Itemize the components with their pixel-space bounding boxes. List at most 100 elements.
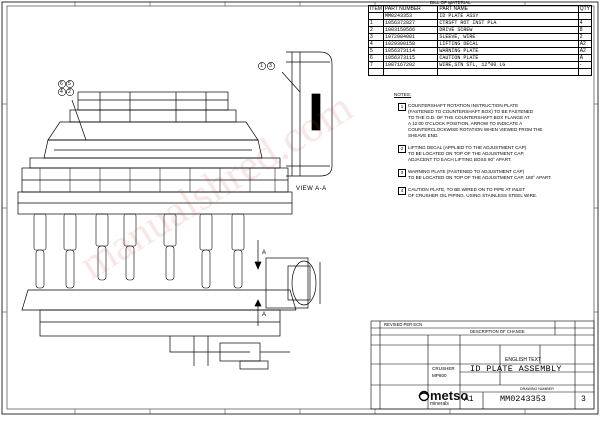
bom-part-name: LIFTING DECAL (437, 40, 579, 48)
note-line: (FASTENED TO COUNTERSHAFT BOX) TO BE FAS… (408, 109, 534, 114)
bom-part-number: 1072984001 (382, 33, 439, 41)
bom-header-qty: QTY (577, 5, 593, 13)
bom-item (368, 12, 384, 20)
bom-part-name: WARNING PLATE (437, 47, 579, 55)
bom-item (368, 68, 384, 76)
bom-row (368, 68, 593, 76)
revision-number: 3 (581, 395, 586, 404)
bom-qty: A2 (577, 47, 593, 55)
revision-description-header: DESCRIPTION OF CHANGE (470, 329, 525, 334)
bom-part-name: CAUTION PLATE (437, 54, 579, 62)
note-line: A 12:00 O'CLOCK POSITION, ARROW TO INDIC… (408, 121, 523, 126)
note-line: OF CRUSHER OIL PIPING. USING STAINLESS S… (408, 193, 538, 198)
section-mark-top: A (262, 250, 267, 256)
bom-part-number: 1056373114 (382, 47, 439, 55)
bom-part-name: CTRSFT ROT INST PLA (437, 19, 579, 27)
note-line: TO BE LOCATED ON TOP OF THE ADJUSTMENT C… (408, 151, 525, 156)
balloon-6: 6 (60, 81, 63, 87)
bom-part-number: 1029300158 (382, 40, 439, 48)
language-label: ENGLISH TEXT (505, 357, 542, 363)
note-number: 2 (398, 145, 406, 153)
drawing-title: ID PLATE ASSEMBLY (470, 364, 562, 374)
bom-part-name: ID PLATE ASSY (437, 12, 579, 20)
title-block-frame (370, 320, 595, 410)
drawing-number-label: DRAWING NUMBER (520, 387, 554, 391)
note-item: 4 CAUTION PLATE, TO BE WIRED ON TO PIPE … (398, 187, 588, 199)
bom-part-number: 1003150566 (382, 26, 439, 34)
brand-name: metso (430, 388, 469, 403)
balloon-3: 3 (269, 63, 272, 69)
bom-qty: 2 (577, 33, 593, 41)
bill-of-material-table: ITEM PART NUMBER PART NAME QTY MM0243353… (368, 5, 593, 76)
note-item: 3 WARNING PLATE (FASTENED TO ADJUSTMENT … (398, 169, 588, 181)
note-number: 3 (398, 169, 406, 177)
bom-qty: 4 (577, 19, 593, 27)
bom-part-name: WIRE,STN STL, 12"00 LG (437, 61, 579, 69)
bom-item: 2 (368, 26, 384, 34)
bom-item: 5 (368, 47, 384, 55)
notes-title: NOTES: (394, 92, 412, 97)
drawing-number: MM0243353 (500, 394, 546, 404)
bom-part-number: 1087167202 (382, 61, 439, 69)
balloon-1: 1 (260, 63, 263, 69)
sheet-size: A1 (464, 395, 474, 404)
note-line: CAUTION PLATE, TO BE WIRED ON TO PIPE AT… (408, 187, 526, 192)
bom-part-name: DRIVE SCREW (437, 26, 579, 34)
bom-title: BILL OF MATERIAL (430, 0, 471, 5)
crusher-model: MP800 (432, 373, 447, 378)
bom-header-item: ITEM (368, 5, 384, 13)
bom-part-name: SLEEVE, WIRE (437, 33, 579, 41)
bom-item: 3 (368, 33, 384, 41)
crusher-label: CRUSHER (432, 366, 455, 371)
bom-qty: - (577, 61, 593, 69)
bom-header-row: ITEM PART NUMBER PART NAME QTY (368, 5, 593, 13)
bom-item: 4 (368, 40, 384, 48)
bom-qty: 8 (577, 26, 593, 34)
note-number: 4 (398, 187, 406, 195)
note-line: SHEAVE END. (408, 133, 439, 138)
note-line: COUNTERCLOCKWISE ROTATION WHEN VIEWED FR… (408, 127, 543, 132)
bom-header-part-name: PART NAME (437, 5, 579, 13)
note-item: 1 COUNTERSHAFT ROTATION INSTRUCTION PLAT… (398, 103, 588, 139)
balloon-5: 5 (68, 81, 71, 87)
note-line: TO BE LOCATED ON TOP OF THE ADJUSTMENT C… (408, 175, 552, 180)
bom-qty (577, 12, 593, 20)
bom-part-number: MM0243353 (382, 12, 439, 20)
brand-subtitle: minerals (430, 401, 449, 407)
bom-item: 6 (368, 54, 384, 62)
bom-part-number: 1056373115 (382, 54, 439, 62)
bom-qty: A2 (577, 40, 593, 48)
view-a-a-detail (286, 51, 333, 177)
note-item: 2 LIFTING DECAL (APPLIED TO THE ADJUSTME… (398, 145, 588, 163)
note-line: WARNING PLATE (FASTENED TO ADJUSTMENT CA… (408, 169, 525, 174)
bom-qty (577, 68, 593, 76)
note-line: TO THE O.D. OF THE COUNTERSHAFT BOX FLAN… (408, 115, 530, 120)
bom-item: 1 (368, 19, 384, 27)
note-line: ADJACENT TO EACH LIFTING BOSS 90° APART. (408, 157, 512, 162)
bom-part-number (382, 68, 439, 76)
note-line: LIFTING DECAL (APPLIED TO THE ADJUSTMENT… (408, 145, 527, 150)
view-label: VIEW A-A (296, 186, 327, 192)
balloon-2: 2 (68, 89, 71, 95)
section-mark-bottom: A (262, 312, 267, 318)
bom-qty: A (577, 54, 593, 62)
note-line: COUNTERSHAFT ROTATION INSTRUCTION PLATE (408, 103, 519, 108)
balloon-4: 4 (60, 89, 63, 95)
bom-part-name (437, 68, 579, 76)
bom-part-number: 1056372827 (382, 19, 439, 27)
note-number: 1 (398, 103, 406, 111)
brand-logo-mark (418, 390, 430, 402)
brand-logo: metso minerals (430, 388, 468, 407)
bom-header-part-number: PART NUMBER (382, 5, 439, 13)
revision-note: REVISED PER ECN (384, 322, 423, 327)
